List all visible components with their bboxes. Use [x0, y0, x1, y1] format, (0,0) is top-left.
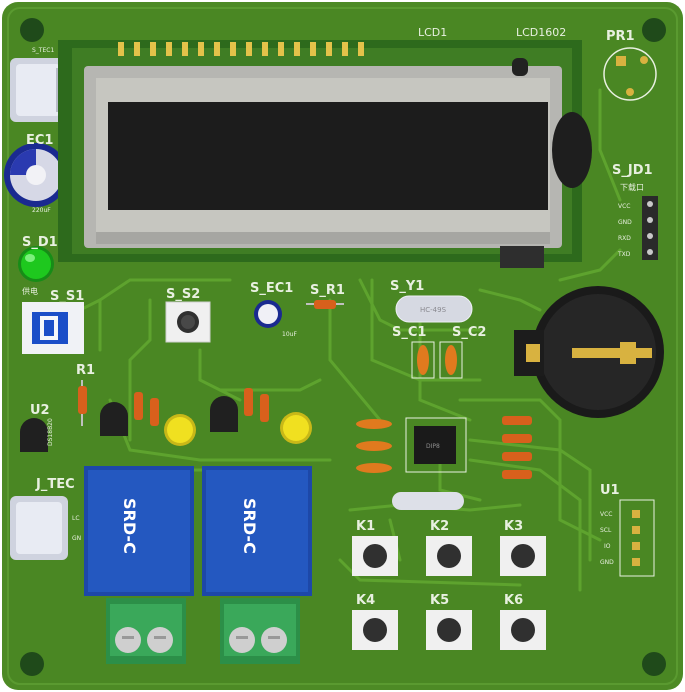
mounting-holes	[20, 18, 666, 676]
capacitors-dip-left	[356, 419, 392, 473]
u1-pin-io: IO	[604, 543, 611, 550]
resistor-r1	[78, 380, 87, 426]
key-k4[interactable]	[352, 610, 398, 650]
u1-pin-gnd: GND	[600, 559, 614, 566]
pin-vcc: VCC	[618, 203, 630, 210]
capacitor-s-c2	[439, 341, 463, 379]
label-s-ec1: S_EC1	[250, 281, 293, 296]
label-u1: U1	[600, 483, 620, 498]
led-s-d1	[18, 246, 54, 282]
label-k4: K4	[356, 593, 375, 608]
key-k3[interactable]	[500, 536, 546, 576]
capacitor-s-c1	[411, 341, 435, 379]
label-j-tec-pin-2: GN	[72, 535, 81, 542]
terminal-block-1	[106, 598, 186, 664]
label-k2: K2	[430, 519, 449, 534]
led-yellow-1	[164, 414, 196, 446]
label-u2-part: DS18B20	[47, 418, 54, 446]
label-s-c2: S_C2	[452, 325, 486, 340]
capacitor-s-ec1	[254, 300, 282, 328]
relay-1	[84, 466, 194, 596]
label-s-y1: S_Y1	[390, 279, 424, 294]
connector-j-tec	[10, 496, 68, 560]
label-k1: K1	[356, 519, 375, 534]
label-k3: K3	[504, 519, 523, 534]
crystal-s-y1	[395, 295, 473, 323]
button-s-s2	[165, 301, 211, 343]
crystal-small	[392, 492, 464, 510]
label-pr1: PR1	[606, 29, 635, 44]
label-s-ec1-value: 10uF	[282, 331, 297, 338]
label-u2: U2	[30, 403, 50, 418]
relay-2	[202, 466, 312, 596]
label-dip8: DIP8	[426, 443, 440, 450]
label-k5: K5	[430, 593, 449, 608]
u1-pin-scl: SCL	[600, 527, 612, 534]
key-k2[interactable]	[426, 536, 472, 576]
label-j-tec-pin-1: LC	[72, 515, 80, 522]
lcd-header-pins	[118, 42, 364, 56]
label-s-r1: S_R1	[310, 283, 345, 298]
transistor-q2	[210, 396, 238, 432]
transistor-q1	[100, 402, 128, 436]
resistors-dip-right	[502, 416, 532, 479]
label-lcd1: LCD1	[418, 26, 447, 39]
label-s-jd1: S_JD1	[612, 163, 653, 178]
label-lcd1602: LCD1602	[516, 26, 566, 39]
capacitor-ec1	[4, 143, 68, 207]
ic-dip8	[405, 417, 467, 473]
resistors-relay1	[134, 388, 269, 426]
key-k5[interactable]	[426, 610, 472, 650]
label-r1: R1	[76, 363, 95, 378]
label-download: 下载口	[620, 182, 644, 192]
led-yellow-2	[280, 412, 312, 444]
label-crystal: HC-49S	[420, 306, 447, 314]
relay-2-label: SRD-C	[240, 498, 259, 554]
pin-rxd: RXD	[618, 235, 631, 242]
connector-s-tec1	[10, 58, 66, 122]
label-ec1-value: 220uF	[32, 207, 51, 214]
key-k6[interactable]	[500, 610, 546, 650]
switch-s-s1	[22, 302, 84, 354]
sensor-u2	[20, 418, 48, 452]
label-k6: K6	[504, 593, 523, 608]
label-s-tec1: S_TEC1	[32, 47, 54, 54]
label-j-tec: J_TEC	[35, 477, 75, 492]
pin-gnd: GND	[618, 219, 632, 226]
header-s-jd1	[642, 196, 658, 260]
label-s-s1-note: 供电	[22, 286, 38, 296]
lcd-module	[58, 40, 592, 268]
relay-1-label: SRD-C	[120, 498, 139, 554]
terminal-block-2	[220, 598, 300, 664]
u1-pin-vcc: VCC	[600, 511, 612, 518]
battery-holder	[514, 286, 664, 418]
resistor-s-r1	[306, 300, 344, 309]
label-ec1: EC1	[26, 133, 53, 148]
label-s-s1: S_S1	[50, 289, 84, 304]
label-s-s2: S_S2	[166, 287, 200, 302]
pin-txd: TXD	[617, 251, 631, 258]
label-s-c1: S_C1	[392, 325, 426, 340]
label-s-d1: S_D1	[22, 235, 58, 250]
photoresistor-pr1	[603, 47, 657, 101]
module-u1	[619, 499, 655, 577]
key-k1[interactable]	[352, 536, 398, 576]
